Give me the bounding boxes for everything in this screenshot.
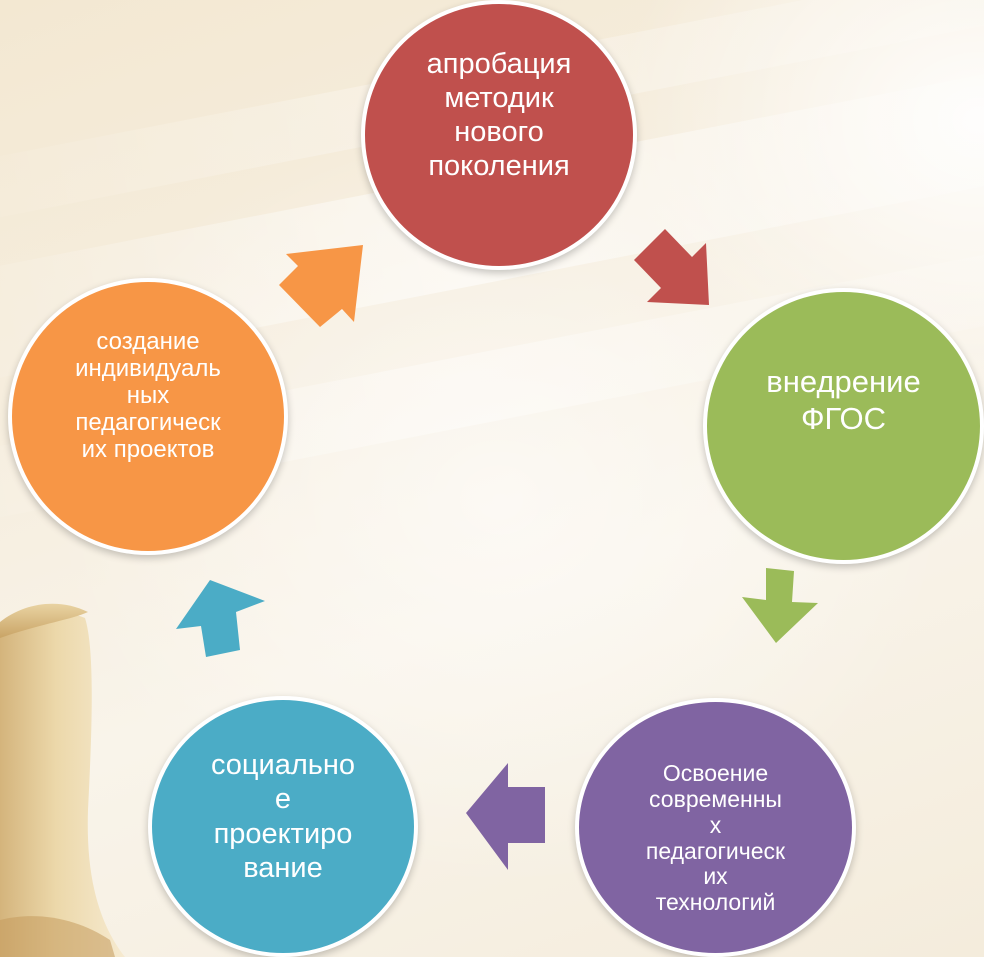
- cycle-node-modern-technologies: Освоение современны х педагогическ их те…: [575, 698, 856, 957]
- cycle-node-individual-projects: создание индивидуаль ных педагогическ их…: [8, 278, 288, 555]
- cycle-node-methodology-testing: апробация методик нового поколения: [361, 0, 637, 270]
- parchment-scroll-decoration: [0, 603, 125, 957]
- cycle-node-fgos-implementation: внедрение ФГОС: [703, 288, 984, 564]
- arrow-bottom-left-to-left: [176, 580, 265, 657]
- node-label: апробация методик нового поколения: [426, 47, 572, 183]
- arrow-bottom-right-to-bottom-left: [466, 763, 545, 870]
- arrow-left-to-top: [279, 245, 363, 327]
- node-label: внедрение ФГОС: [766, 364, 921, 436]
- cycle-node-social-design: социально е проектиро вание: [148, 696, 418, 957]
- node-label: социально е проектиро вание: [210, 749, 356, 884]
- node-label: Освоение современны х педагогическ их те…: [645, 759, 786, 916]
- arrow-top-to-right: [634, 229, 709, 305]
- node-label: создание индивидуаль ных педагогическ их…: [75, 328, 221, 463]
- arrow-right-to-bottom-right: [742, 568, 818, 643]
